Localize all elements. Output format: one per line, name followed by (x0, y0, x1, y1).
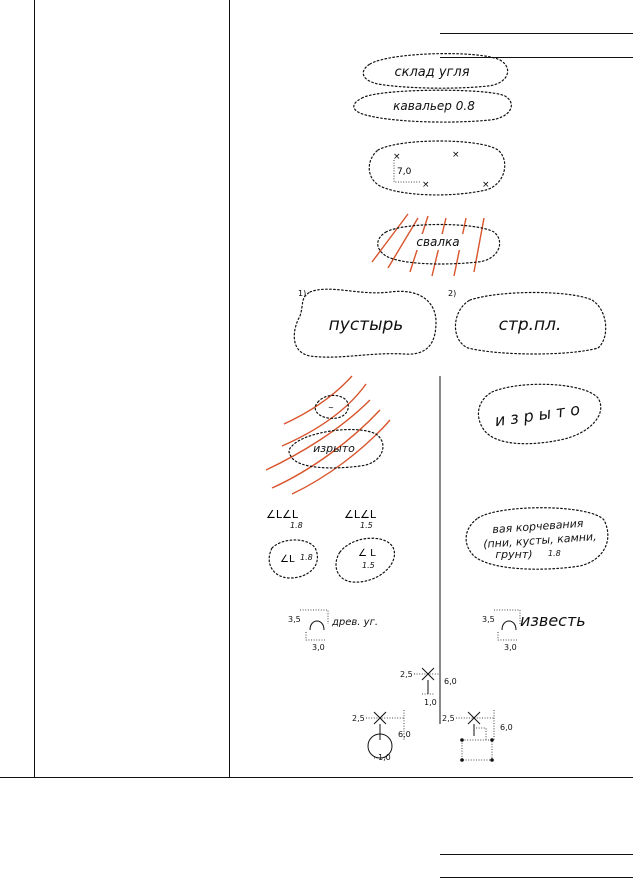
stump-glyphs-bottom-right: ∠ L (358, 548, 376, 559)
column-name-cell (35, 0, 230, 777)
cavalier-symbol: кавальер 0.8 (353, 89, 512, 123)
cross-mark-3: × (422, 180, 430, 190)
dug-up-symbol: изрыто (477, 383, 602, 445)
item-2-marker: 2) (448, 289, 456, 298)
item-1-marker: 1) (298, 289, 306, 298)
charcoal-pit-symbol: 3,5 3,0 древ. уг. (288, 609, 378, 652)
cavalier-label: кавальер 0.8 (393, 99, 475, 113)
dug-up-right-label: изрыто (494, 399, 587, 430)
wasteland-symbol: 1) пустырь (293, 288, 437, 358)
mine-top-dim-25: 2,5 (400, 670, 413, 679)
construction-site-symbol: 2) стр.пл. (448, 289, 607, 355)
cross-mark-2: × (452, 150, 460, 160)
dump-label: свалка (416, 235, 459, 249)
mine-top-dim-60: 6,0 (444, 677, 457, 686)
cross-mark-4: × (482, 180, 490, 190)
header-rule-1 (440, 33, 633, 34)
coal-warehouse-label: склад угля (394, 65, 469, 80)
mine-symbol-bottom-left: 2,5 6,0 1,0 (352, 710, 411, 762)
charcoal-dim-35: 3,5 (288, 615, 301, 624)
stump-glyphs-bottom-left: ∠L (280, 554, 295, 565)
mine-bl-dim-60: 6,0 (398, 730, 411, 739)
symbols-drawing: склад угля кавальер 0.8 × × × × 7,0 свал… (265, 53, 609, 762)
mine-br-dim-60: 6,0 (500, 723, 513, 732)
dug-up-small-mark: ~ (328, 404, 334, 412)
mine-top-dim-10: 1,0 (424, 698, 437, 707)
wasteland-label: пустырь (329, 315, 404, 335)
footer-rule-1 (440, 854, 633, 855)
uprooting-symbol: вая корчевания (пни, кусты, камни, грунт… (465, 507, 609, 570)
uprooting-value: 1.8 (548, 549, 561, 558)
cross-mark-1: × (393, 152, 401, 162)
construction-site-label: стр.пл. (499, 315, 562, 335)
table-frame (0, 0, 230, 777)
stump-value-bottom-left: 1.8 (300, 553, 313, 562)
dug-up-hatched-symbol: ~ изрыто (265, 375, 391, 495)
stump-glyphs-top-left: ∠L∠L (266, 508, 299, 521)
uprooting-line-1: вая корчевания (492, 517, 584, 536)
uprooting-line-3: грунт) (495, 548, 532, 561)
spot-height-value: 7,0 (397, 167, 412, 177)
footer-rule-2 (440, 877, 633, 878)
mine-symbol-bottom-right: 2,5 6,0 (442, 710, 513, 762)
charcoal-pit-label: древ. уг. (331, 617, 378, 628)
coal-warehouse-symbol: склад угля (362, 53, 509, 89)
stump-value-bottom-right: 1.5 (362, 561, 375, 570)
table-bottom-rule (0, 777, 633, 778)
header-rule-2 (440, 57, 633, 58)
lime-pit-symbol: 3,5 3,0 известь (482, 609, 586, 652)
spot-height-symbol: × × × × 7,0 (368, 140, 506, 196)
mine-br-dim-25: 2,5 (442, 714, 455, 723)
dump-label-backdrop (412, 234, 464, 250)
stump-glyphs-top-right: ∠L∠L (344, 508, 377, 521)
mine-bl-dim-10: 1,0 (378, 753, 391, 762)
stump-value-top-left: 1.8 (290, 521, 303, 530)
lime-pit-label: известь (520, 611, 586, 630)
charcoal-dim-30: 3,0 (312, 643, 325, 652)
mine-bl-dim-25: 2,5 (352, 714, 365, 723)
column-number-cell (0, 0, 35, 777)
mine-symbol-top: 2,5 6,0 1,0 (400, 664, 457, 707)
dump-symbol: свалка (371, 213, 501, 277)
lime-dim-35: 3,5 (482, 615, 495, 624)
stump-value-top-right: 1.5 (360, 521, 373, 530)
stump-symbols: ∠L∠L 1.8 ∠L∠L 1.5 ∠L 1.8 ∠ L 1.5 (266, 508, 396, 583)
dug-up-left-label: изрыто (313, 442, 355, 455)
lime-dim-30: 3,0 (504, 643, 517, 652)
